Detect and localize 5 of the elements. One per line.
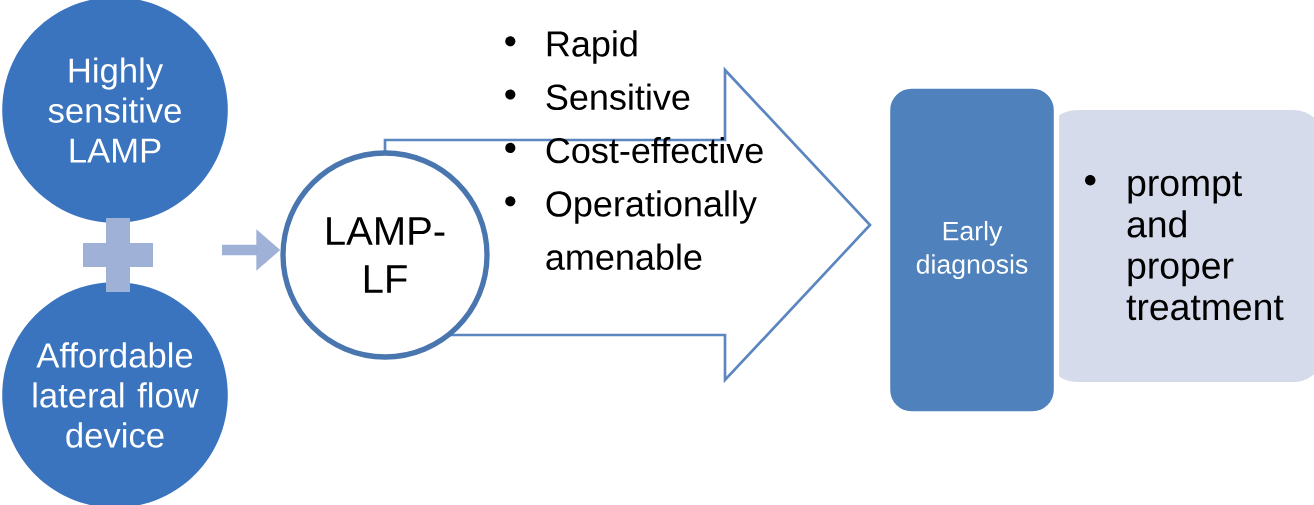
node-label: Sensitive: [546, 83, 690, 111]
node-label: Cost-effective: [546, 136, 763, 164]
node-label: Rapid: [547, 30, 637, 64]
node-label: Operationally amenable: [546, 190, 757, 271]
bullet-list: Rapid Sensitive Cost-effective Operationally amenable: [505, 30, 763, 271]
